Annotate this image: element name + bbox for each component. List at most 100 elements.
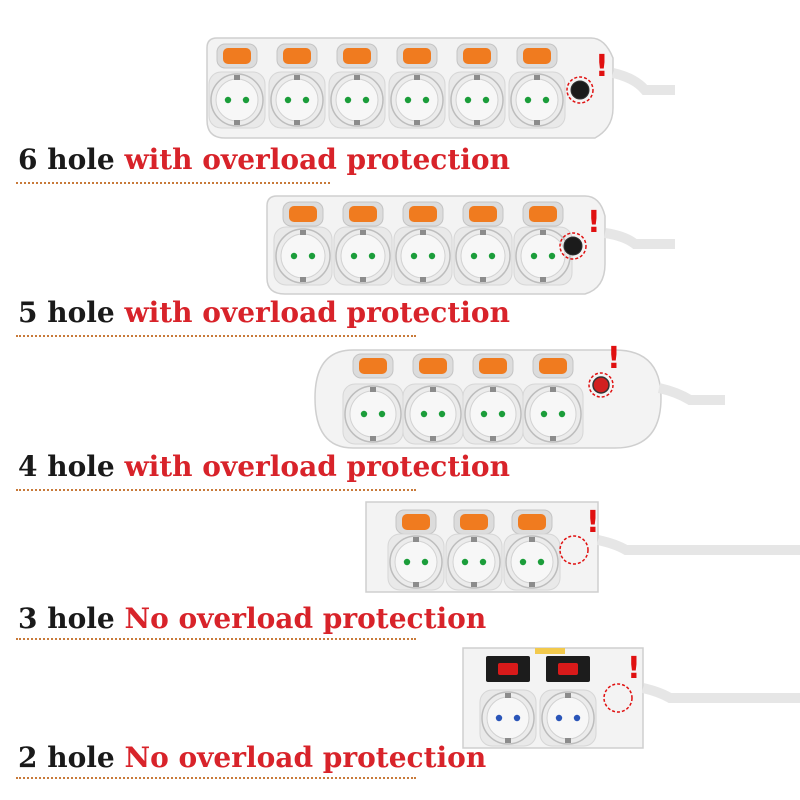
socket-row (342, 353, 584, 445)
socket[interactable] (445, 533, 503, 591)
caption-5-hole: 5 hole with overload protection (18, 296, 510, 329)
power-strip-3: ! (358, 492, 800, 602)
socket[interactable] (453, 226, 513, 286)
socket-contact (488, 252, 496, 260)
rocker-switch[interactable] (516, 43, 558, 69)
socket[interactable] (328, 71, 386, 129)
socket-contact (558, 410, 566, 418)
rocker-switch[interactable] (546, 656, 590, 682)
rocker-switch[interactable] (276, 43, 318, 69)
socket-contact (242, 96, 250, 104)
highlight-circle (566, 76, 594, 104)
socket[interactable] (208, 71, 266, 129)
socket-contact (482, 96, 490, 104)
socket-row (273, 201, 573, 286)
warning-mark: ! (595, 49, 609, 84)
socket[interactable] (387, 533, 445, 591)
dotted-underline (16, 335, 416, 337)
dotted-underline (16, 777, 416, 779)
socket-contact (548, 252, 556, 260)
socket-contact (362, 96, 370, 104)
socket-contact (350, 252, 358, 260)
rocker-switch[interactable] (402, 201, 444, 227)
socket-contact (530, 252, 538, 260)
socket[interactable] (273, 226, 333, 286)
warning-mark: ! (627, 651, 641, 686)
socket-contact (224, 96, 232, 104)
rocker-switch[interactable] (486, 656, 530, 682)
socket-contact (302, 96, 310, 104)
socket[interactable] (479, 689, 537, 747)
socket-contact (360, 410, 368, 418)
rocker-switch[interactable] (216, 43, 258, 69)
socket[interactable] (333, 226, 393, 286)
socket-contact (403, 558, 411, 566)
rocker-switch[interactable] (511, 509, 553, 535)
socket[interactable] (388, 71, 446, 129)
rocker-switch[interactable] (532, 353, 574, 379)
overload-button[interactable] (563, 236, 583, 256)
socket-contact (537, 558, 545, 566)
socket-contact (542, 96, 550, 104)
rocker-switch[interactable] (412, 353, 454, 379)
rocker-switch[interactable] (352, 353, 394, 379)
highlight-circle (603, 683, 633, 713)
caption-4-hole: 4 hole with overload protection (18, 450, 510, 483)
rocker-switch[interactable] (453, 509, 495, 535)
dotted-underline (16, 638, 416, 640)
socket-contact (308, 252, 316, 260)
rocker-switch[interactable] (462, 201, 504, 227)
rocker-switch[interactable] (456, 43, 498, 69)
power-strip-5: ! (255, 188, 675, 303)
socket-contact (461, 558, 469, 566)
socket-contact (498, 410, 506, 418)
socket-contact (555, 714, 563, 722)
socket-row (387, 509, 561, 591)
socket-contact (464, 96, 472, 104)
socket[interactable] (462, 383, 524, 445)
socket-contact (438, 410, 446, 418)
socket-contact (480, 410, 488, 418)
rocker-switch[interactable] (395, 509, 437, 535)
socket[interactable] (508, 71, 566, 129)
socket-contact (420, 410, 428, 418)
socket-contact (404, 96, 412, 104)
dotted-underline (16, 489, 416, 491)
socket-contact (428, 252, 436, 260)
socket-contact (368, 252, 376, 260)
socket[interactable] (539, 689, 597, 747)
highlight-circle (588, 372, 614, 398)
rocker-switch[interactable] (342, 201, 384, 227)
rocker-switch[interactable] (472, 353, 514, 379)
socket-contact (290, 252, 298, 260)
socket-contact (344, 96, 352, 104)
socket[interactable] (513, 226, 573, 286)
socket-contact (470, 252, 478, 260)
socket[interactable] (342, 383, 404, 445)
rocker-switch[interactable] (336, 43, 378, 69)
socket[interactable] (268, 71, 326, 129)
highlight-circle (559, 232, 587, 260)
overload-button[interactable] (592, 376, 610, 394)
socket-contact (284, 96, 292, 104)
rocker-switch[interactable] (282, 201, 324, 227)
socket-contact (513, 714, 521, 722)
socket-contact (410, 252, 418, 260)
overload-button[interactable] (570, 80, 590, 100)
socket-contact (479, 558, 487, 566)
caption-6-hole: 6 hole with overload protection (18, 143, 510, 176)
rocker-switch[interactable] (396, 43, 438, 69)
socket-contact (422, 96, 430, 104)
socket[interactable] (448, 71, 506, 129)
socket-row (208, 43, 566, 129)
socket[interactable] (503, 533, 561, 591)
socket[interactable] (393, 226, 453, 286)
caption-2-hole: 2 hole No overload protection (18, 741, 487, 774)
rocker-switch[interactable] (522, 201, 564, 227)
socket-contact (421, 558, 429, 566)
socket-contact (378, 410, 386, 418)
socket[interactable] (402, 383, 464, 445)
warning-mark: ! (587, 205, 601, 240)
socket[interactable] (522, 383, 584, 445)
socket-row (479, 656, 597, 747)
